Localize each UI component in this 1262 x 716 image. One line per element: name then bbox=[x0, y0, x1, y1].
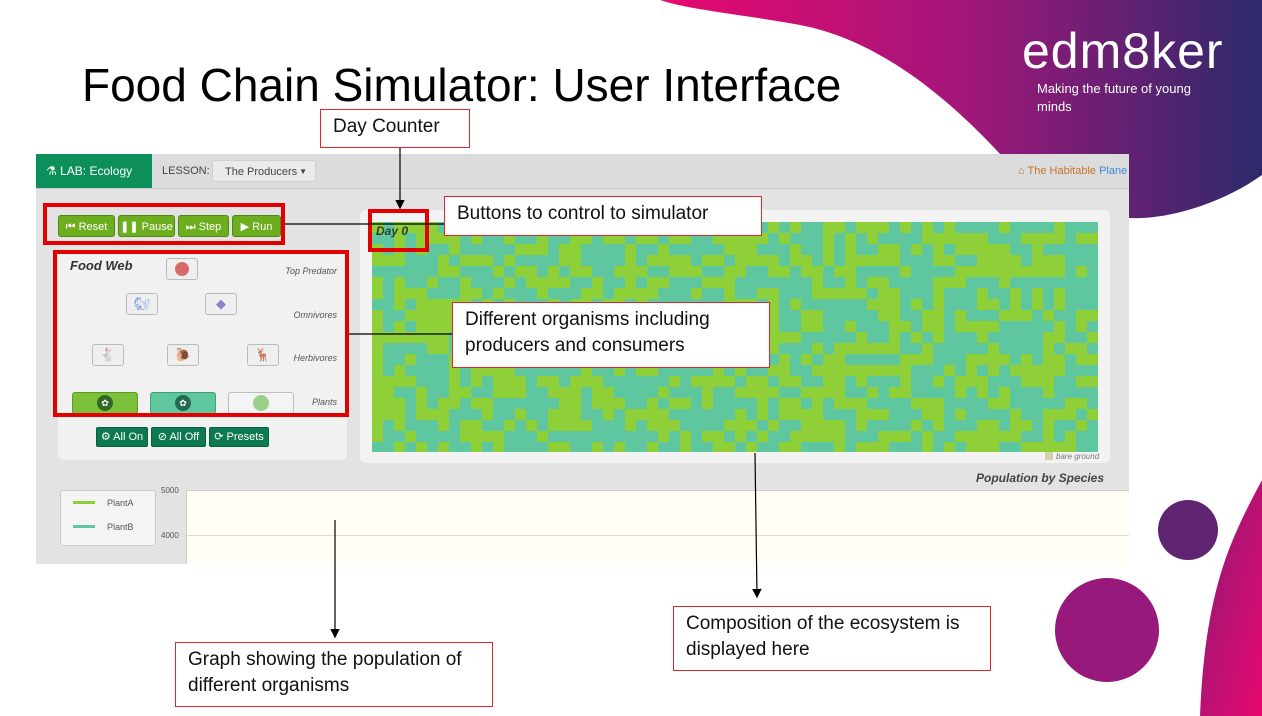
flask-icon: ⚗ bbox=[46, 164, 61, 178]
logo-tagline: Making the future of young minds bbox=[1037, 81, 1191, 114]
gridline bbox=[187, 535, 1129, 536]
legend-item-plant-b: PlantB bbox=[73, 522, 134, 532]
plant-c-icon bbox=[253, 395, 269, 411]
step-button[interactable]: ⏭ Step bbox=[178, 215, 229, 237]
habitable-text-b: Plane bbox=[1099, 165, 1128, 177]
lab-tab[interactable]: ⚗ LAB: Ecology bbox=[36, 154, 152, 188]
rabbit-icon: 🐇 bbox=[99, 347, 117, 362]
level-plants: Plants bbox=[311, 397, 337, 407]
play-icon: ▶ bbox=[240, 221, 253, 233]
all-off-button[interactable]: ⊘ All Off bbox=[151, 427, 206, 447]
refresh-icon: ⟳ bbox=[214, 431, 227, 443]
habitable-planet-link[interactable]: ⌂ The Habitable Plane bbox=[1018, 165, 1127, 177]
graph-callout: Graph showing the population of differen… bbox=[175, 642, 493, 707]
legend-line-plant-b bbox=[73, 525, 95, 528]
presets-label: Presets bbox=[226, 431, 264, 443]
chart-legend: PlantA PlantB bbox=[60, 490, 156, 546]
population-plot-area bbox=[186, 490, 1129, 564]
legend-line-plant-a bbox=[73, 501, 95, 504]
composition-callout: Composition of the ecosystem is displaye… bbox=[673, 606, 991, 671]
y-tick-5000: 5000 bbox=[161, 486, 179, 495]
day-highlight bbox=[368, 209, 429, 252]
bottom-right-swoosh bbox=[1200, 480, 1262, 716]
food-web-highlight bbox=[53, 250, 349, 417]
legend-label-plant-b: PlantB bbox=[107, 522, 134, 532]
lesson-select[interactable]: The Producers▼ bbox=[212, 160, 316, 182]
pause-label: Pause bbox=[141, 221, 173, 233]
purple-circle-large bbox=[1055, 578, 1159, 682]
bare-ground-swatch bbox=[1045, 452, 1053, 460]
caret-down-icon: ▼ bbox=[299, 167, 307, 176]
omnivore-squirrel-toggle[interactable]: 🐿 bbox=[126, 293, 158, 315]
bare-ground-label: bare ground bbox=[1056, 452, 1100, 461]
level-top-predator: Top Predator bbox=[285, 266, 337, 276]
run-button[interactable]: ▶ Run bbox=[232, 215, 281, 237]
lab-tab-label: LAB: Ecology bbox=[60, 164, 133, 178]
squirrel-icon: 🐿 bbox=[133, 296, 151, 311]
edmaker-logo: edm8ker bbox=[1022, 23, 1224, 79]
home-icon: ⌂ bbox=[1018, 165, 1028, 177]
lesson-label: LESSON: bbox=[162, 165, 210, 177]
controls-highlight bbox=[43, 203, 285, 245]
armadillo-icon: ◆ bbox=[216, 296, 226, 311]
step-label: Step bbox=[198, 221, 222, 233]
slide-title: Food Chain Simulator: User Interface bbox=[82, 59, 842, 111]
population-chart-title: Population by Species bbox=[976, 471, 1105, 485]
omnivore-armadillo-toggle[interactable]: ◆ bbox=[205, 293, 237, 315]
snail-icon: 🐌 bbox=[174, 347, 192, 362]
run-label: Run bbox=[252, 221, 273, 233]
day-counter: Day 0 bbox=[376, 224, 409, 238]
level-omnivores: Omnivores bbox=[293, 310, 337, 320]
habitable-text-a: The Habitable bbox=[1027, 165, 1100, 177]
purple-circle-small bbox=[1158, 500, 1218, 560]
pause-icon: ❚❚ bbox=[120, 221, 142, 233]
control-buttons: ⏮ Reset ❚❚ Pause ⏭ Step ▶ Run bbox=[58, 215, 281, 239]
top-predator-toggle[interactable] bbox=[166, 258, 198, 280]
herbivore-rabbit-toggle[interactable]: 🐇 bbox=[92, 344, 124, 366]
legend-item-plant-a: PlantA bbox=[73, 498, 134, 508]
all-on-label: All On bbox=[113, 431, 144, 443]
plant-a-icon: ✿ bbox=[97, 395, 113, 411]
y-tick-4000: 4000 bbox=[161, 531, 179, 540]
all-on-button[interactable]: ⚙ All On bbox=[96, 427, 148, 447]
buttons-callout: Buttons to control to simulator bbox=[444, 196, 762, 236]
predator-icon bbox=[175, 262, 189, 276]
organisms-callout: Different organisms including producers … bbox=[452, 302, 770, 368]
top-right-swoosh bbox=[660, 0, 1262, 219]
presets-button[interactable]: ⟳ Presets bbox=[209, 427, 269, 447]
lesson-select-value: The Producers bbox=[225, 166, 298, 178]
herbivore-snail-toggle[interactable]: 🐌 bbox=[167, 344, 199, 366]
ban-icon: ⊘ bbox=[157, 431, 170, 443]
plant-b-toggle[interactable]: ✿ bbox=[150, 392, 216, 414]
reset-icon: ⏮ bbox=[65, 221, 79, 233]
bare-ground-legend: bare ground bbox=[1045, 452, 1099, 461]
step-icon: ⏭ bbox=[185, 221, 199, 233]
day-counter-callout: Day Counter bbox=[320, 109, 470, 148]
deer-icon: 🦌 bbox=[254, 347, 272, 362]
level-herbivores: Herbivores bbox=[293, 353, 337, 363]
pause-button[interactable]: ❚❚ Pause bbox=[118, 215, 175, 237]
food-web-title: Food Web bbox=[70, 258, 133, 273]
all-off-label: All Off bbox=[169, 431, 200, 443]
reset-button[interactable]: ⏮ Reset bbox=[58, 215, 115, 237]
reset-label: Reset bbox=[78, 221, 108, 233]
gears-icon: ⚙ bbox=[100, 431, 114, 443]
herbivore-deer-toggle[interactable]: 🦌 bbox=[247, 344, 279, 366]
legend-label-plant-a: PlantA bbox=[107, 498, 134, 508]
plant-b-icon: ✿ bbox=[175, 395, 191, 411]
